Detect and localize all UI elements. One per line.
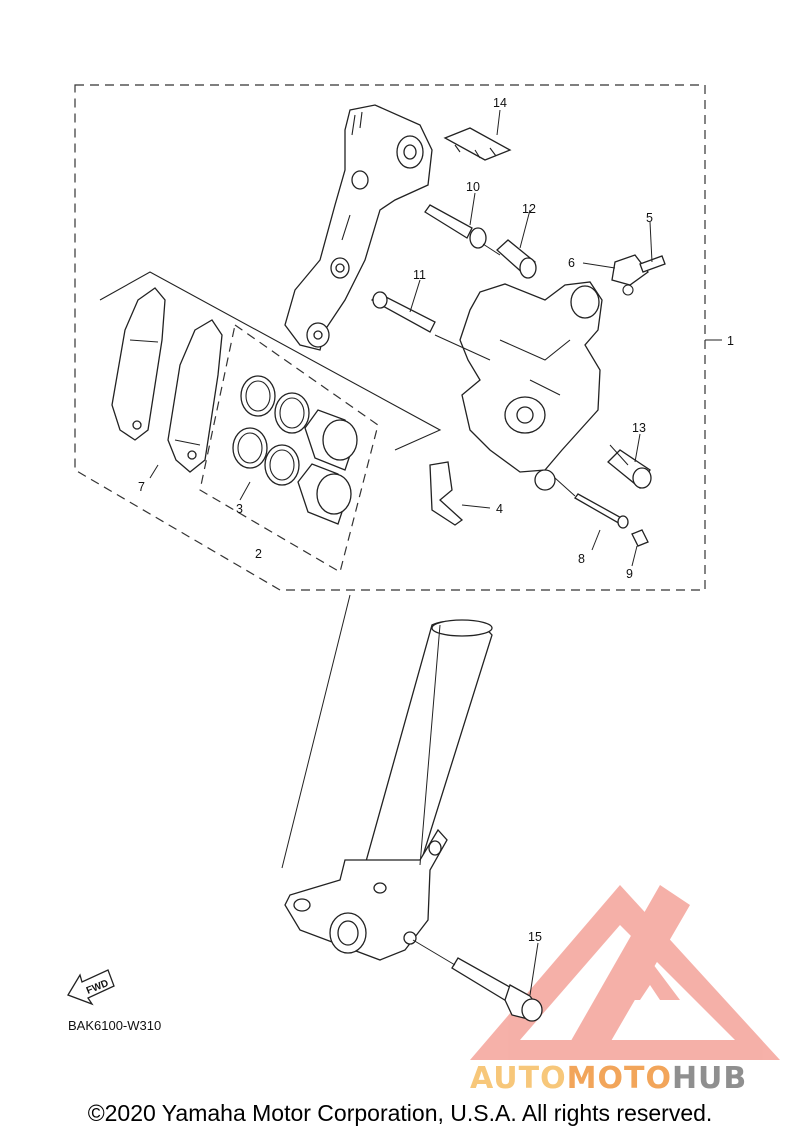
brake-pad-right bbox=[167, 319, 223, 473]
slide-pin-upper bbox=[424, 204, 487, 249]
brand-part-3: HUB bbox=[672, 1061, 747, 1096]
diagram-code: BAK6100-W310 bbox=[68, 1018, 161, 1033]
watermark-text: AUTOMOTOHUB bbox=[470, 1061, 747, 1096]
pad-spring bbox=[443, 127, 512, 161]
caliper-bracket bbox=[284, 104, 433, 351]
pad-retainer bbox=[429, 461, 464, 526]
callout-15: 15 bbox=[528, 930, 542, 944]
brand-part-2: MOTO bbox=[567, 1061, 672, 1096]
callout-5: 5 bbox=[646, 211, 653, 225]
pad-kit-box bbox=[99, 271, 442, 451]
caliper-assembly-outline bbox=[74, 84, 706, 591]
brake-pad-left bbox=[111, 287, 166, 441]
seal-kit-outline bbox=[199, 323, 379, 573]
callout-8: 8 bbox=[578, 552, 585, 566]
callout-7: 7 bbox=[138, 480, 145, 494]
leader-lines bbox=[149, 109, 722, 996]
axle-holder-bolt bbox=[451, 957, 543, 1022]
front-fork-leg bbox=[284, 619, 493, 961]
bleed-screw bbox=[611, 254, 666, 296]
pin-boot bbox=[496, 239, 537, 279]
pistons bbox=[297, 409, 358, 525]
callout-11: 11 bbox=[413, 268, 426, 282]
callout-6: 6 bbox=[568, 256, 575, 270]
pad-pin bbox=[574, 493, 629, 529]
guide-lines bbox=[281, 243, 629, 966]
callout-10: 10 bbox=[466, 180, 480, 194]
callout-4: 4 bbox=[496, 502, 503, 516]
fwd-arrow-icon: FWD bbox=[67, 969, 115, 1006]
callout-13: 13 bbox=[632, 421, 646, 435]
caliper-body bbox=[459, 281, 603, 491]
callout-1: 1 bbox=[727, 334, 734, 348]
slide-pin-lower bbox=[370, 291, 436, 333]
callout-14: 14 bbox=[493, 96, 507, 110]
automotohub-logo-icon bbox=[470, 885, 780, 1060]
brand-part-1: AUTO bbox=[470, 1061, 567, 1096]
callout-2: 2 bbox=[255, 547, 262, 561]
piston-seals bbox=[232, 375, 310, 486]
pin-clip bbox=[631, 529, 649, 547]
callout-12: 12 bbox=[522, 202, 536, 216]
callout-9: 9 bbox=[626, 567, 633, 581]
caliper-pin-13 bbox=[607, 449, 652, 489]
callout-3: 3 bbox=[236, 502, 243, 516]
copyright-text: ©2020 Yamaha Motor Corporation, U.S.A. A… bbox=[87, 1100, 713, 1126]
